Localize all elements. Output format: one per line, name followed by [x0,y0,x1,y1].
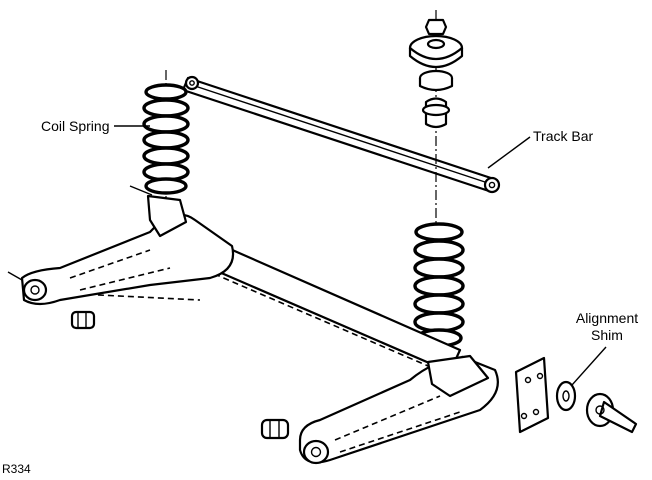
spindle [585,392,638,434]
alignment-shim [555,380,577,412]
track-bar [181,75,501,194]
trailing-arm-right [298,354,499,465]
track-bar-label: Track Bar [533,128,594,144]
leader-lines [114,125,607,386]
alignment-shim-label-line1: Alignment [575,310,639,326]
pivot-bolt-left [70,310,96,330]
figure-reference-code: R334 [2,462,31,476]
alignment-shim-label: Alignment Shim [572,310,642,344]
alignment-shim-label-line2: Shim [591,327,623,343]
coil-spring-left [142,70,190,200]
upper-mount-stack [408,10,464,350]
coil-spring-label: Coil Spring [41,118,110,134]
pivot-bolt-right [260,418,290,440]
spindle-plate [514,356,550,434]
coil-spring-right [413,222,465,348]
trailing-arm-left [7,185,235,306]
